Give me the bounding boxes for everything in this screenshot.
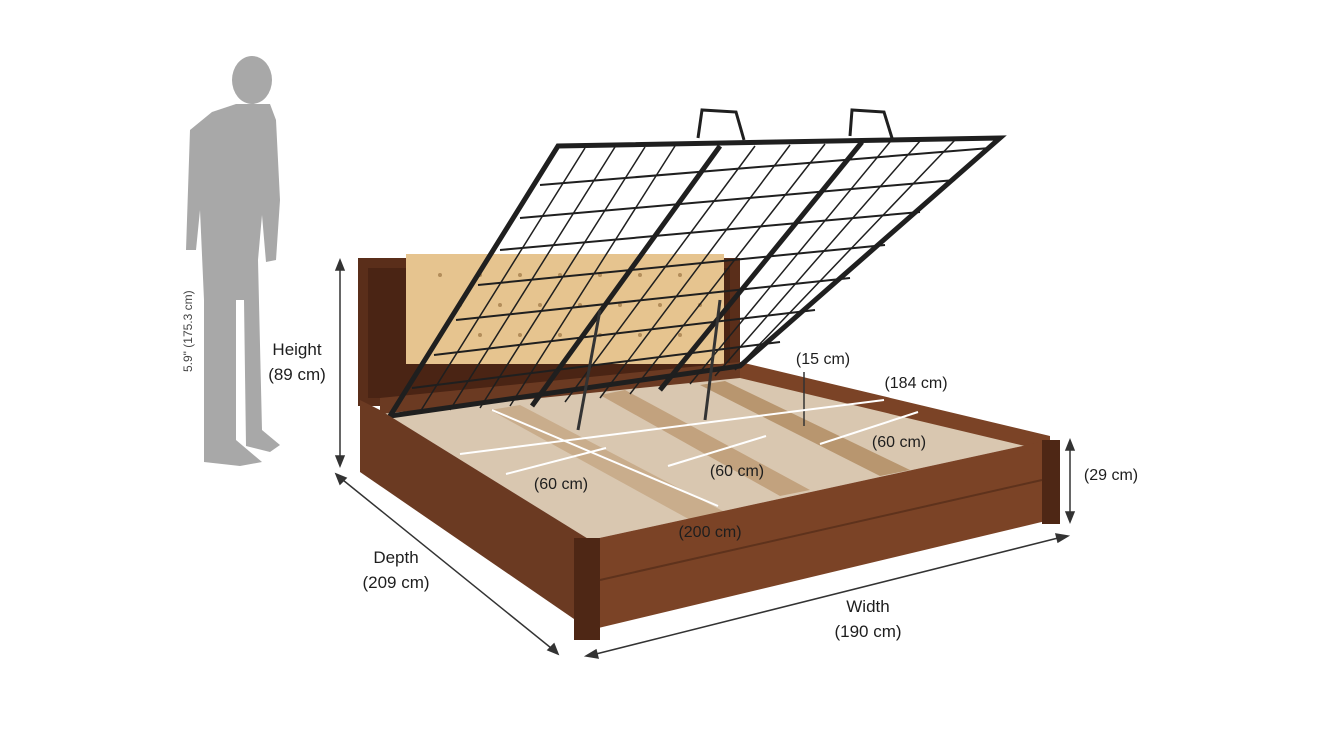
height-value: (89 cm) [268,365,326,384]
depth-title: Depth [373,548,419,567]
person-silhouette [186,56,280,466]
side-height-label: (29 cm) [1083,467,1139,484]
compartment-middle-label: (60 cm) [709,463,765,480]
compartment-right-label: (60 cm) [871,434,927,451]
person-height-label: 5.9" (175.3 cm) [181,290,195,372]
depth-value: (209 cm) [362,573,430,592]
bed-base [360,400,1060,640]
width-value: (190 cm) [834,622,902,641]
height-title: Height [272,340,322,359]
storage-depth-label: (15 cm) [795,351,851,368]
inner-dimension-lines [459,399,919,507]
dimension-lines [334,257,1076,659]
lift-up-lid [385,108,1007,431]
compartment-left-label: (60 cm) [533,476,589,493]
headboard [358,254,740,406]
width-title: Width [846,597,890,616]
inner-width-label: (184 cm) [884,375,948,392]
inner-length-label: (200 cm) [678,524,742,541]
